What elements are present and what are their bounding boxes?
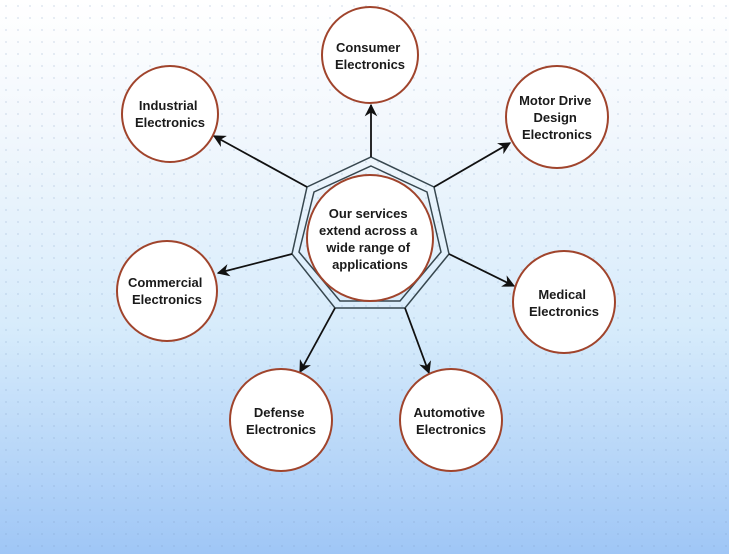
node-industrial-electronics: Industrial Electronics: [121, 65, 219, 163]
arrow-to-automotive: [404, 307, 431, 375]
node-label: Industrial Electronics: [135, 98, 205, 130]
node-label: Defense Electronics: [246, 405, 316, 437]
node-label: Consumer Electronics: [335, 40, 405, 72]
node-medical-electronics: Medical Electronics: [512, 250, 616, 354]
node-defense-electronics: Defense Electronics: [229, 368, 333, 472]
node-commercial-electronics: Commercial Electronics: [116, 240, 218, 342]
node-label: Commercial Electronics: [128, 275, 206, 307]
heptagon-outer: [291, 156, 450, 309]
arrow-to-commercial: [216, 253, 293, 277]
connector-arrows: [212, 103, 516, 375]
arrow-to-medical: [448, 253, 516, 287]
arrow-to-motor-drive: [433, 142, 512, 188]
node-label: Medical Electronics: [529, 287, 599, 319]
node-consumer-electronics: Consumer Electronics: [321, 6, 419, 104]
node-motor-drive-design-electronics: Motor Drive Design Electronics: [505, 65, 609, 169]
arrow-to-industrial: [212, 135, 308, 188]
node-automotive-electronics: Automotive Electronics: [399, 368, 503, 472]
node-label: Automotive Electronics: [413, 405, 488, 437]
center-node: Our services extend across a wide range …: [306, 174, 434, 302]
center-label: Our services extend across a wide range …: [319, 206, 421, 272]
arrow-to-defense: [299, 307, 336, 374]
node-label: Motor Drive Design Electronics: [519, 93, 595, 142]
